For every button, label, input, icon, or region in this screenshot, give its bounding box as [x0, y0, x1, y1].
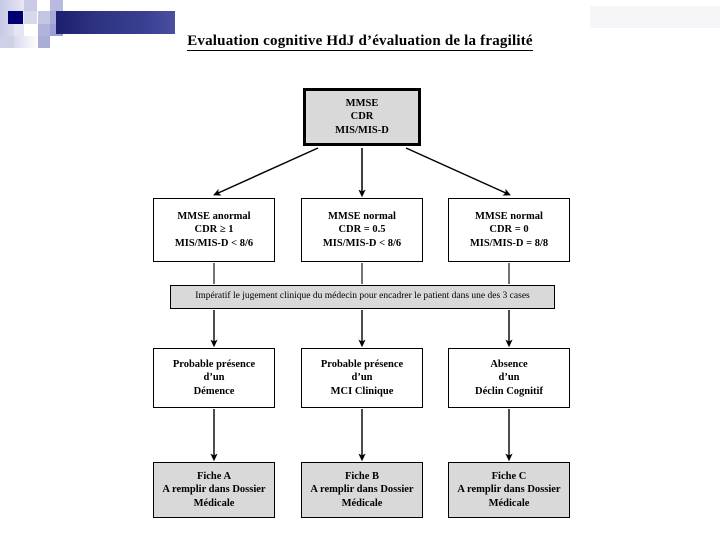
- node-line: MMSE normal: [475, 211, 543, 223]
- arrow-root-to-criteria-1: [213, 147, 319, 196]
- deco-tile: [38, 24, 50, 36]
- node-line: MIS/MIS-D < 8/6: [322, 237, 402, 249]
- node-line: Probable présence: [172, 359, 256, 371]
- deco-accent-square: [8, 11, 23, 24]
- deco-tile: [50, 0, 63, 11]
- node-line: MMSE normal: [328, 211, 396, 223]
- node-line: Démence: [193, 385, 235, 397]
- deco-tile: [0, 36, 14, 48]
- node-root-tests[interactable]: MMSE CDR MIS/MIS-D: [303, 88, 421, 146]
- node-line: Probable présence: [320, 359, 404, 371]
- node-line: d’un: [351, 372, 373, 384]
- deco-gradient-bar: [56, 11, 175, 34]
- node-line: CDR: [350, 111, 374, 123]
- node-criteria-anormal[interactable]: MMSE anormal CDR ≥ 1 MIS/MIS-D < 8/6: [153, 198, 275, 262]
- node-line: MMSE: [345, 98, 379, 110]
- node-line: MCI Clinique: [330, 385, 394, 397]
- deco-tile: [14, 24, 24, 36]
- deco-tile: [38, 0, 50, 11]
- node-conclusion-absence[interactable]: Absence d’un Déclin Cognitif: [448, 348, 570, 408]
- node-conclusion-demence[interactable]: Probable présence d’un Démence: [153, 348, 275, 408]
- node-line: Fiche C: [491, 471, 527, 483]
- deco-tile: [24, 11, 37, 24]
- node-line: Déclin Cognitif: [475, 385, 543, 397]
- node-line: A remplir dans Dossier: [310, 484, 414, 496]
- node-line: MIS/MIS-D = 8/8: [469, 237, 549, 249]
- node-line: A remplir dans Dossier: [457, 484, 561, 496]
- node-line: d’un: [203, 372, 225, 384]
- decorative-header-graphic: [0, 0, 200, 48]
- deco-tile: [38, 11, 50, 24]
- node-line: CDR ≥ 1: [194, 224, 234, 236]
- arrow-root-to-criteria-3: [405, 147, 511, 196]
- node-line: CDR = 0: [489, 224, 529, 236]
- node-line: d’un: [498, 372, 520, 384]
- deco-tile: [24, 0, 37, 11]
- page-title-text: Evaluation cognitive HdJ d’évaluation de…: [187, 33, 533, 51]
- page-title: Evaluation cognitive HdJ d’évaluation de…: [0, 33, 720, 51]
- node-line: Absence: [490, 359, 528, 371]
- banner-text: Impératif le jugement clinique du médeci…: [195, 291, 530, 302]
- node-line: MIS/MIS-D: [335, 124, 389, 136]
- node-line: Fiche A: [196, 471, 232, 483]
- node-clinical-judgement-banner[interactable]: Impératif le jugement clinique du médeci…: [170, 285, 555, 309]
- node-line: A remplir dans Dossier: [162, 484, 266, 496]
- node-fiche-b[interactable]: Fiche B A remplir dans Dossier Médicale: [301, 462, 423, 518]
- node-line: MMSE anormal: [177, 211, 251, 223]
- node-fiche-a[interactable]: Fiche A A remplir dans Dossier Médicale: [153, 462, 275, 518]
- deco-tile: [38, 36, 50, 48]
- node-line: CDR = 0.5: [338, 224, 386, 236]
- node-line: Médicale: [488, 497, 530, 509]
- node-line: Fiche B: [344, 471, 380, 483]
- deco-tile: [24, 24, 37, 36]
- node-line: MIS/MIS-D < 8/6: [174, 237, 254, 249]
- node-line: Médicale: [193, 497, 235, 509]
- node-fiche-c[interactable]: Fiche C A remplir dans Dossier Médicale: [448, 462, 570, 518]
- node-criteria-normal[interactable]: MMSE normal CDR = 0 MIS/MIS-D = 8/8: [448, 198, 570, 262]
- node-conclusion-mci[interactable]: Probable présence d’un MCI Clinique: [301, 348, 423, 408]
- decorative-right-strip: [590, 6, 720, 28]
- node-line: Médicale: [341, 497, 383, 509]
- node-criteria-mci[interactable]: MMSE normal CDR = 0.5 MIS/MIS-D < 8/6: [301, 198, 423, 262]
